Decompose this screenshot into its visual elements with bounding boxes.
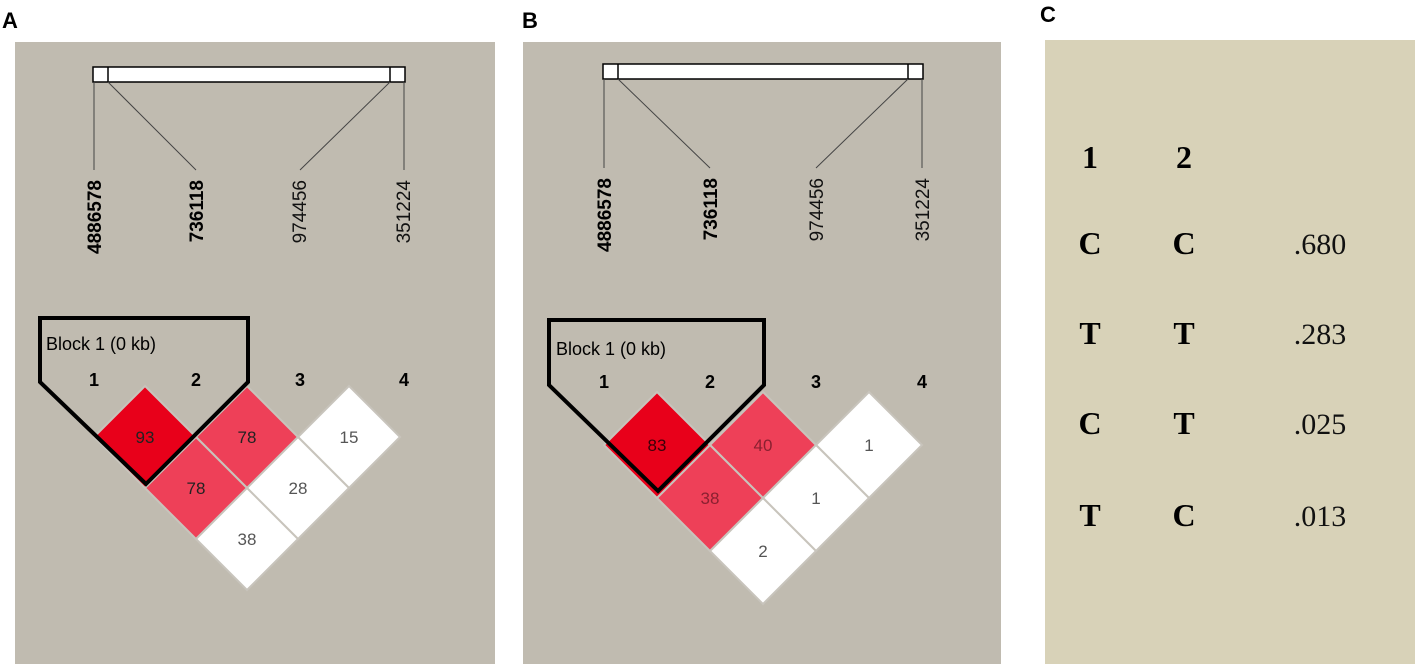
ld-cell-value: 28 — [289, 479, 308, 498]
haplotype-allele: C — [1078, 405, 1101, 441]
snp-index: 4 — [399, 370, 409, 390]
chromosome-bar — [92, 66, 406, 83]
snp-index: 4 — [917, 372, 927, 392]
snp-name: 4886578 — [85, 180, 106, 254]
snp-name: 736118 — [701, 178, 722, 240]
snp-name: 736118 — [187, 180, 208, 242]
snp-name: 974456 — [807, 178, 828, 241]
panel-a: A 4886578 736118 974456 351224 93 78 15 78 2… — [2, 8, 495, 664]
snp-name: 974456 — [290, 180, 311, 243]
snp-names: 4886578 736118 974456 351224 — [595, 178, 934, 252]
haplotype-allele: T — [1079, 497, 1100, 533]
snp-index: 1 — [599, 372, 609, 392]
panel-label-a: A — [2, 8, 18, 33]
snp-name: 4886578 — [595, 178, 616, 252]
block-label: Block 1 (0 kb) — [46, 334, 156, 354]
ld-cell-value: 83 — [648, 436, 667, 455]
haplotype-header: 1 — [1082, 139, 1098, 175]
chromosome-bar — [602, 63, 924, 80]
panel-c: C 1 2 C C .680 T T .283 C T .025 T C .01… — [1040, 2, 1415, 664]
haplotype-header: 2 — [1176, 139, 1192, 175]
haplotype-allele: C — [1078, 225, 1101, 261]
snp-index: 3 — [811, 372, 821, 392]
snp-index: 2 — [705, 372, 715, 392]
haplotype-table: 1 2 C C .680 T T .283 C T .025 T C .013 — [1078, 139, 1346, 533]
snp-index: 3 — [295, 370, 305, 390]
panel-label-c: C — [1040, 2, 1056, 27]
ld-cells: 93 78 15 78 28 38 — [92, 384, 402, 592]
snp-connectors — [93, 81, 405, 171]
snp-indices: 1 2 3 4 — [599, 372, 927, 392]
haplotype-frequency: .013 — [1294, 500, 1347, 533]
haplotype-frequency: .283 — [1294, 318, 1347, 351]
snp-name: 351224 — [394, 180, 415, 244]
snp-index: 1 — [89, 370, 99, 390]
ld-cells: 83 40 1 38 1 2 — [602, 390, 924, 606]
ld-cell — [708, 496, 818, 606]
haplotype-allele: T — [1173, 315, 1194, 351]
ld-cell — [194, 486, 300, 592]
ld-cell-value: 15 — [340, 428, 359, 447]
ld-cell-value: 2 — [758, 542, 767, 561]
block-outline — [38, 316, 250, 487]
panel-label-b: B — [522, 8, 538, 33]
haplotype-table-background — [1045, 40, 1415, 664]
snp-indices: 1 2 3 4 — [89, 370, 409, 390]
block-outline — [547, 318, 766, 494]
ld-cell-value: 78 — [187, 479, 206, 498]
haplotype-allele: T — [1079, 315, 1100, 351]
haplotype-allele: T — [1173, 405, 1194, 441]
ld-cell-value: 1 — [864, 436, 873, 455]
panel-b: B 4886578 736118 974456 351224 83 40 1 38 1 2… — [522, 8, 1001, 664]
snp-connectors — [603, 78, 923, 169]
ld-cell-value: 93 — [136, 428, 155, 447]
haplotype-allele: C — [1172, 497, 1195, 533]
ld-cell-value: 1 — [811, 489, 820, 508]
haplotype-frequency: .680 — [1294, 228, 1347, 261]
haplotype-frequency: .025 — [1294, 408, 1347, 441]
snp-index: 2 — [191, 370, 201, 390]
ld-cell-value: 38 — [238, 530, 257, 549]
block-label: Block 1 (0 kb) — [556, 339, 666, 359]
snp-name: 351224 — [913, 178, 934, 242]
haplotype-allele: C — [1172, 225, 1195, 261]
ld-cell-value: 38 — [701, 489, 720, 508]
snp-names: 4886578 736118 974456 351224 — [85, 180, 415, 254]
ld-cell-value: 40 — [754, 436, 773, 455]
ld-cell-value: 78 — [238, 428, 257, 447]
